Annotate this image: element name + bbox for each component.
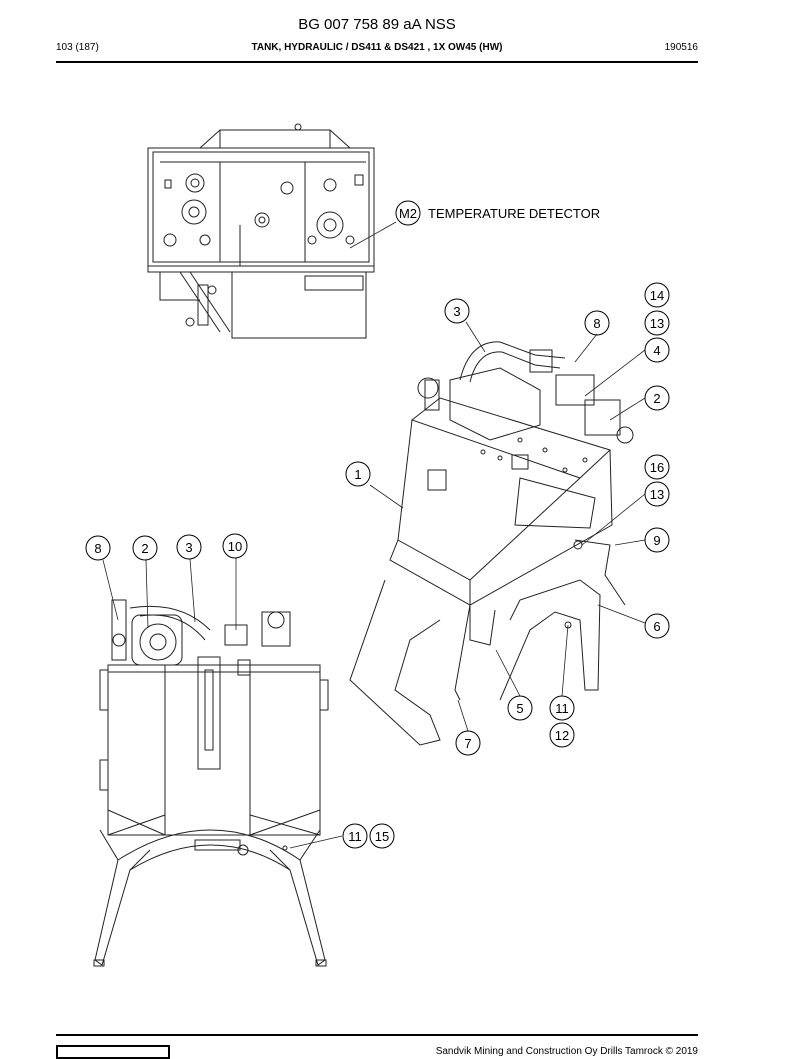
item-number-6: 6 [653,619,660,634]
callout-bubbles [85,200,670,849]
item-number-2: 2 [141,541,148,556]
item-number-8: 8 [593,316,600,331]
parts-drawing: M2 TEMPERATURE DETECTOR 14 3 8 13 4 2 1 … [85,123,670,967]
item-number-12: 12 [555,728,569,743]
item-number-9: 9 [653,533,660,548]
top-view-drawing [147,123,375,339]
item-number-3: 3 [453,304,460,319]
sandvik-logo [56,1045,170,1059]
front-view-drawing [93,599,329,967]
isometric-view-drawing [349,341,634,746]
item-number-11: 11 [555,701,569,716]
item-number-11: 11 [348,829,362,844]
item-number-15: 15 [375,829,389,844]
footer-rule [56,1034,698,1036]
item-number-4: 4 [653,343,660,358]
item-number-7: 7 [464,736,471,751]
page-number: 103 (187) [56,42,99,53]
item-number-13: 13 [650,487,664,502]
item-number-3: 3 [185,540,192,555]
section-title: TANK, HYDRAULIC / DS411 & DS421 , 1X OW4… [251,42,503,53]
callout-temperature-detector: TEMPERATURE DETECTOR [428,206,600,221]
footer-copyright: Sandvik Mining and Construction Oy Drill… [435,1046,698,1057]
item-number-10: 10 [228,539,242,554]
item-number-8: 8 [94,541,101,556]
item-number-2: 2 [653,391,660,406]
date-code: 190516 [664,42,698,53]
item-number-1: 1 [354,467,361,482]
item-number-14: 14 [650,288,664,303]
item-number-5: 5 [516,701,523,716]
item-number-13: 13 [650,316,664,331]
callout-m2: M2 [399,206,417,221]
document-title: BG 007 758 89 aA NSS [298,16,456,33]
header-rule [56,61,698,63]
item-number-16: 16 [650,460,664,475]
leader-lines [102,221,646,849]
callout-texts: M2 TEMPERATURE DETECTOR 14 3 8 13 4 2 1 … [94,206,664,844]
